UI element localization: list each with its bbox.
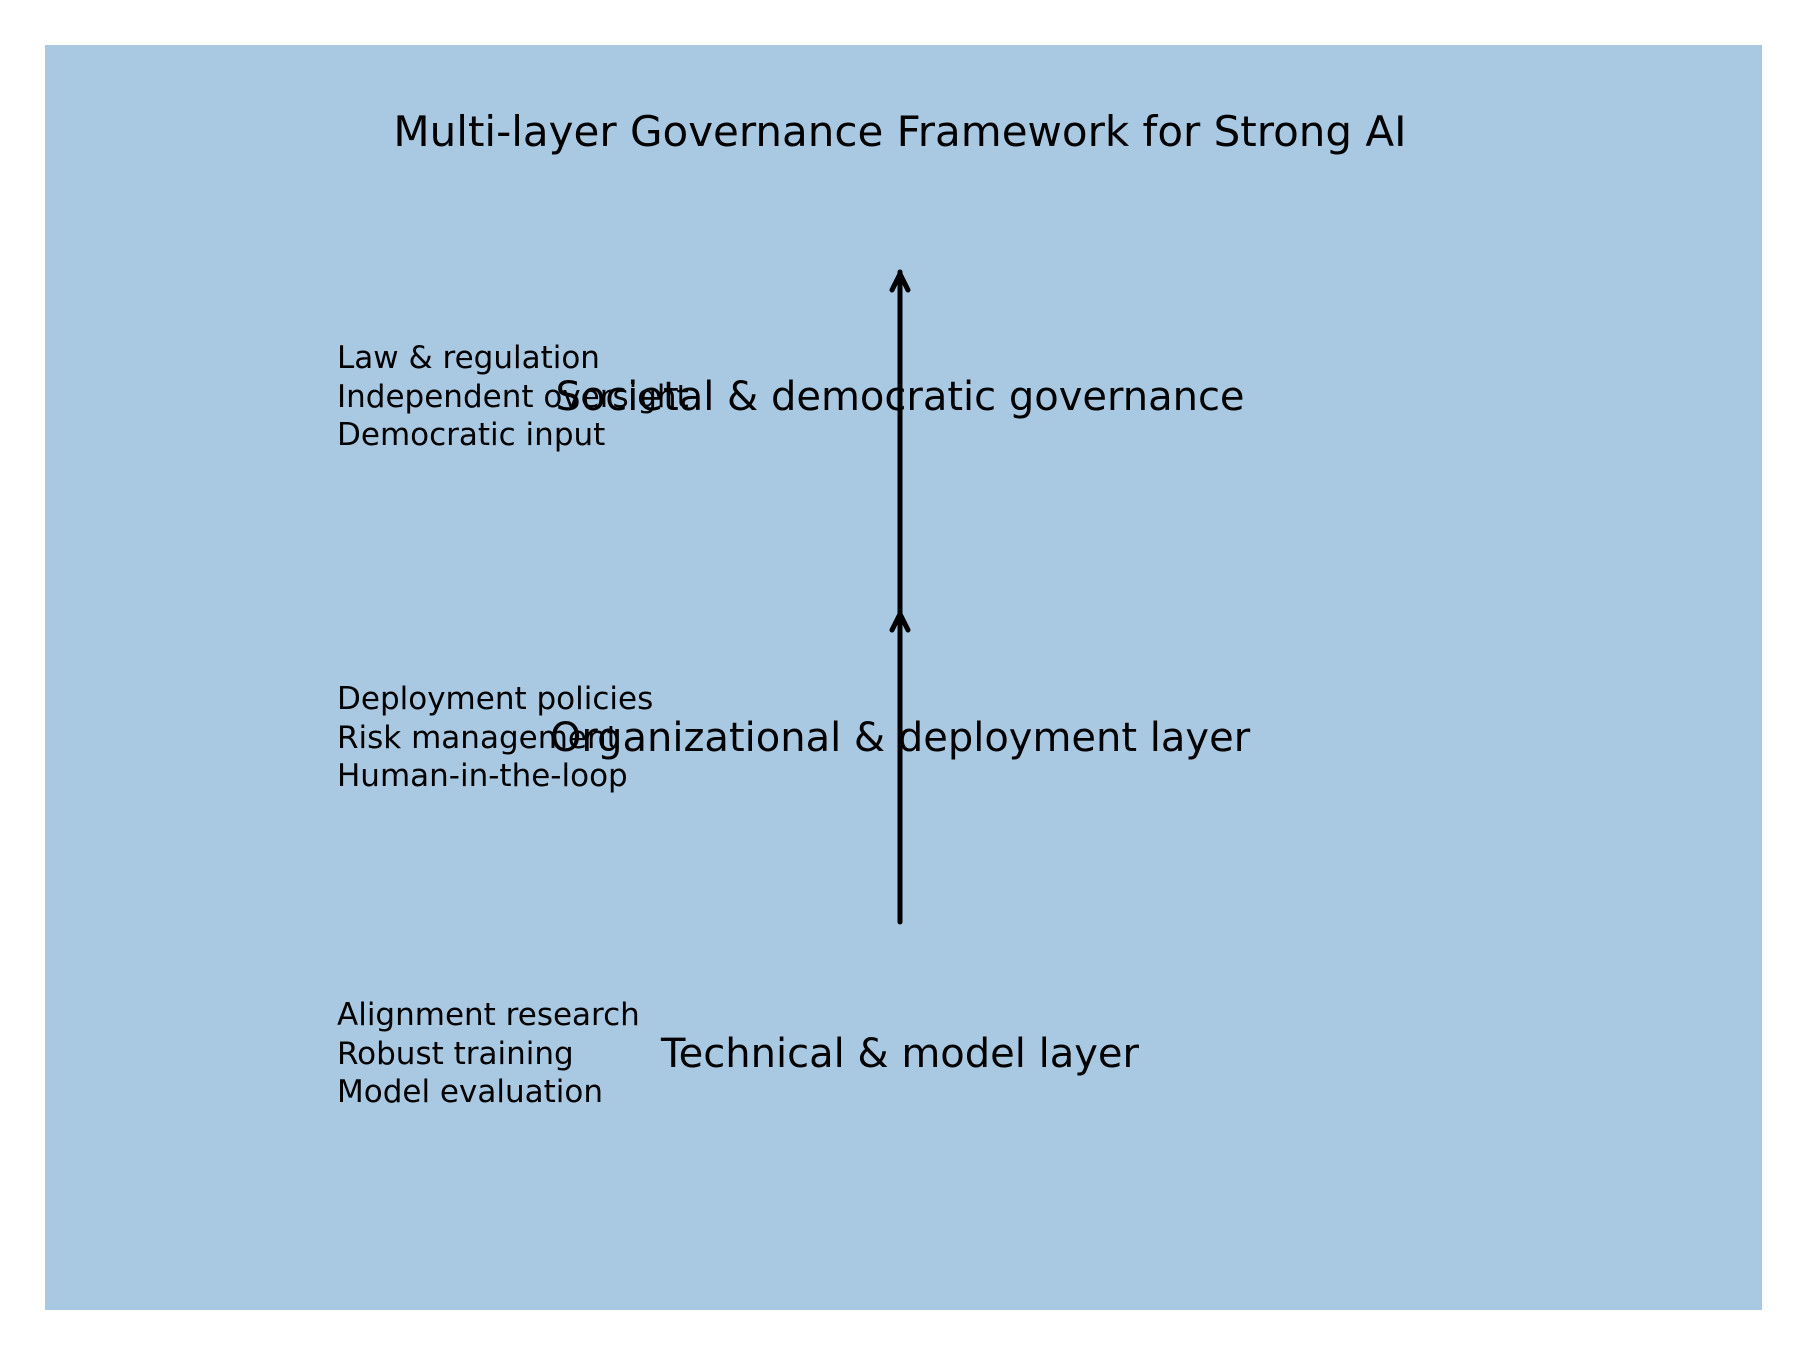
diagram-title: Multi-layer Governance Framework for Str…	[393, 107, 1407, 156]
arrow-organizational-to-societal	[889, 269, 911, 615]
layer-title-organizational: Organizational & deployment layer	[549, 715, 1251, 761]
arrow-technical-to-organizational	[889, 609, 911, 925]
layer-items-societal: Law & regulation Independent oversight D…	[337, 339, 689, 455]
layer-item: Law & regulation	[337, 340, 600, 376]
layer-item: Alignment research	[337, 997, 640, 1033]
layer-items-technical: Alignment research Robust training Model…	[337, 996, 640, 1112]
layer-item: Democratic input	[337, 417, 606, 453]
layer-title-technical: Technical & model layer	[661, 1031, 1139, 1077]
layer-item: Model evaluation	[337, 1074, 603, 1110]
layer-item: Deployment policies	[337, 681, 654, 717]
layer-item: Robust training	[337, 1035, 574, 1072]
layer-item: Risk management	[337, 719, 619, 756]
diagram-panel	[45, 45, 1762, 1310]
layer-title-societal: Societal & democratic governance	[555, 374, 1245, 420]
layer-items-organizational: Deployment policies Risk management Huma…	[337, 680, 653, 796]
layer-item: Independent oversight	[337, 378, 689, 415]
arrow-head	[889, 271, 911, 293]
layer-item: Human-in-the-loop	[337, 758, 628, 794]
